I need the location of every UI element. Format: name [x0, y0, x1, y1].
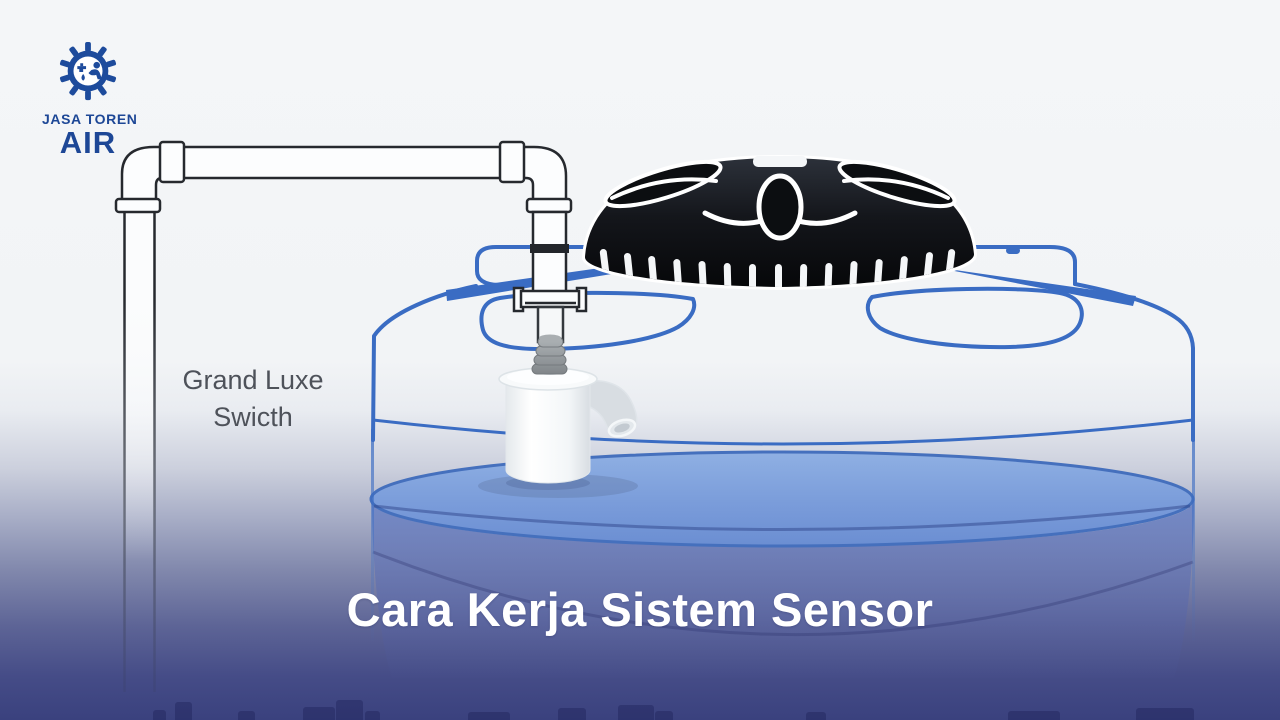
- gear-water-service-icon: [59, 41, 117, 101]
- bottom-cutoff-text-fragments: [0, 696, 1280, 720]
- device-label-line1: Grand Luxe: [182, 365, 324, 395]
- corrugated-connector: [531, 334, 568, 375]
- caption-title: Cara Kerja Sistem Sensor: [346, 583, 934, 636]
- logo-text-line1: JASA TOREN: [42, 111, 138, 127]
- device-label: Grand Luxe Swicth: [148, 362, 358, 436]
- brand-logo: JASA TOREN AIR: [42, 40, 138, 160]
- pipe-coupling-band: [530, 244, 569, 253]
- faucet-and-person-glyph: [77, 61, 103, 81]
- float-shadow: [478, 474, 638, 498]
- logo-text-line2: AIR: [59, 125, 117, 160]
- lid-wing-ornaments: [603, 159, 957, 209]
- float-valve-device: [478, 334, 638, 498]
- tank-base-faint-arc: [372, 550, 1194, 636]
- tank-right-handle: [865, 286, 1084, 350]
- inlet-pipe-assembly: [114, 140, 588, 692]
- device-label-line2: Swicth: [213, 402, 293, 432]
- lid-center-oval: [756, 173, 804, 241]
- tank-lid: [582, 154, 977, 291]
